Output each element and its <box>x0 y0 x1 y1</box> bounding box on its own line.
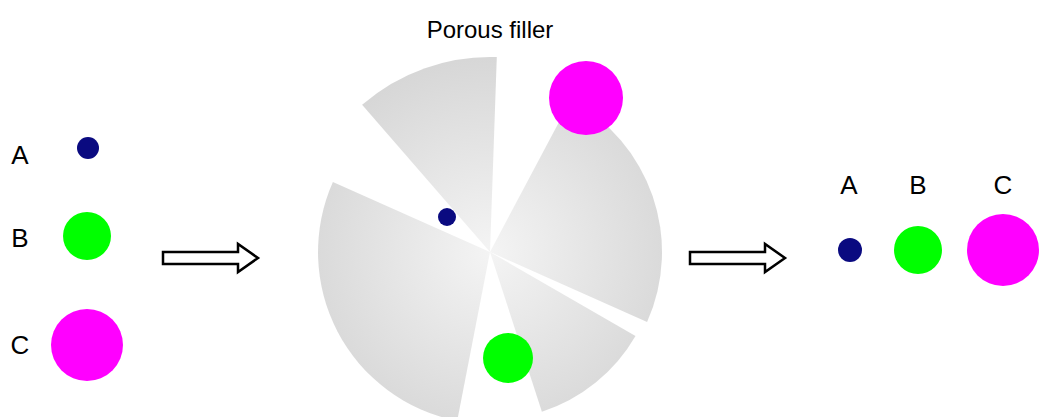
flow-arrow <box>690 244 785 272</box>
molecule-c <box>549 61 623 135</box>
molecule-label: C <box>11 332 30 358</box>
molecule-label: C <box>994 172 1013 198</box>
molecule-a <box>77 137 99 159</box>
molecule-label: A <box>11 142 28 168</box>
filler-title: Porous filler <box>427 18 554 42</box>
molecule-c <box>967 214 1039 286</box>
filler-sector <box>362 57 497 252</box>
molecule-label: B <box>909 172 926 198</box>
molecule-label: B <box>11 225 28 251</box>
molecule-label: A <box>840 172 857 198</box>
molecule-a <box>838 238 862 262</box>
filler-sector <box>490 252 636 412</box>
molecule-b <box>483 333 533 383</box>
porous-filler <box>318 57 662 417</box>
molecule-b <box>63 212 111 260</box>
flow-arrow <box>163 244 258 272</box>
molecule-a <box>438 208 456 226</box>
molecule-b <box>894 226 942 274</box>
molecule-c <box>51 309 123 381</box>
